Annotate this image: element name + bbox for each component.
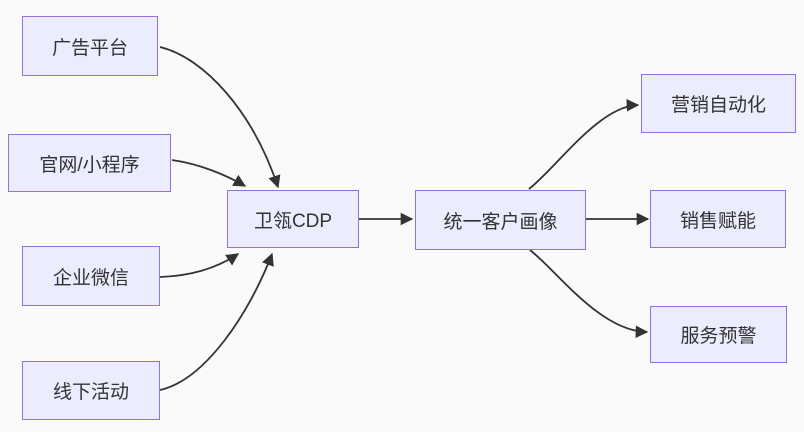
node-sales-enablement-label: 销售赋能 bbox=[679, 210, 756, 232]
node-cdp-label: 卫瓴CDP bbox=[253, 210, 333, 232]
node-cdp: 卫瓴CDP bbox=[227, 190, 359, 248]
node-offline-events-label: 线下活动 bbox=[52, 382, 129, 403]
node-unified-profile-label: 统一客户画像 bbox=[443, 211, 558, 233]
node-sales-enablement: 销售赋能 bbox=[650, 190, 786, 248]
edge-website-miniprogram-to-cdp-arrow bbox=[171, 159, 247, 187]
node-ad-platform-label: 广告平台 bbox=[51, 37, 128, 59]
node-website-miniprogram-label: 官网/小程序 bbox=[39, 154, 140, 176]
node-offline-events: 线下活动 bbox=[22, 361, 160, 420]
node-service-alert-label: 服务预警 bbox=[680, 326, 757, 347]
node-unified-profile: 统一客户画像 bbox=[415, 190, 586, 250]
node-wecom-label: 企业微信 bbox=[52, 267, 129, 289]
node-wecom: 企业微信 bbox=[22, 246, 160, 306]
edge-wecom-to-cdp-arrow bbox=[159, 253, 240, 278]
edge-unified-profile-to-service-alert-arrow bbox=[529, 249, 649, 339]
node-marketing-automation-label: 营销自动化 bbox=[670, 95, 766, 116]
node-service-alert: 服务预警 bbox=[650, 306, 787, 363]
edge-offline-events-to-cdp-arrow bbox=[159, 252, 274, 391]
node-website-miniprogram: 官网/小程序 bbox=[8, 134, 171, 192]
edge-ad-platform-to-cdp-arrow bbox=[159, 46, 281, 189]
node-ad-platform: 广告平台 bbox=[22, 16, 158, 76]
edge-unified-profile-to-marketing-automation-arrow bbox=[528, 99, 640, 190]
node-marketing-automation: 营销自动化 bbox=[641, 74, 796, 133]
